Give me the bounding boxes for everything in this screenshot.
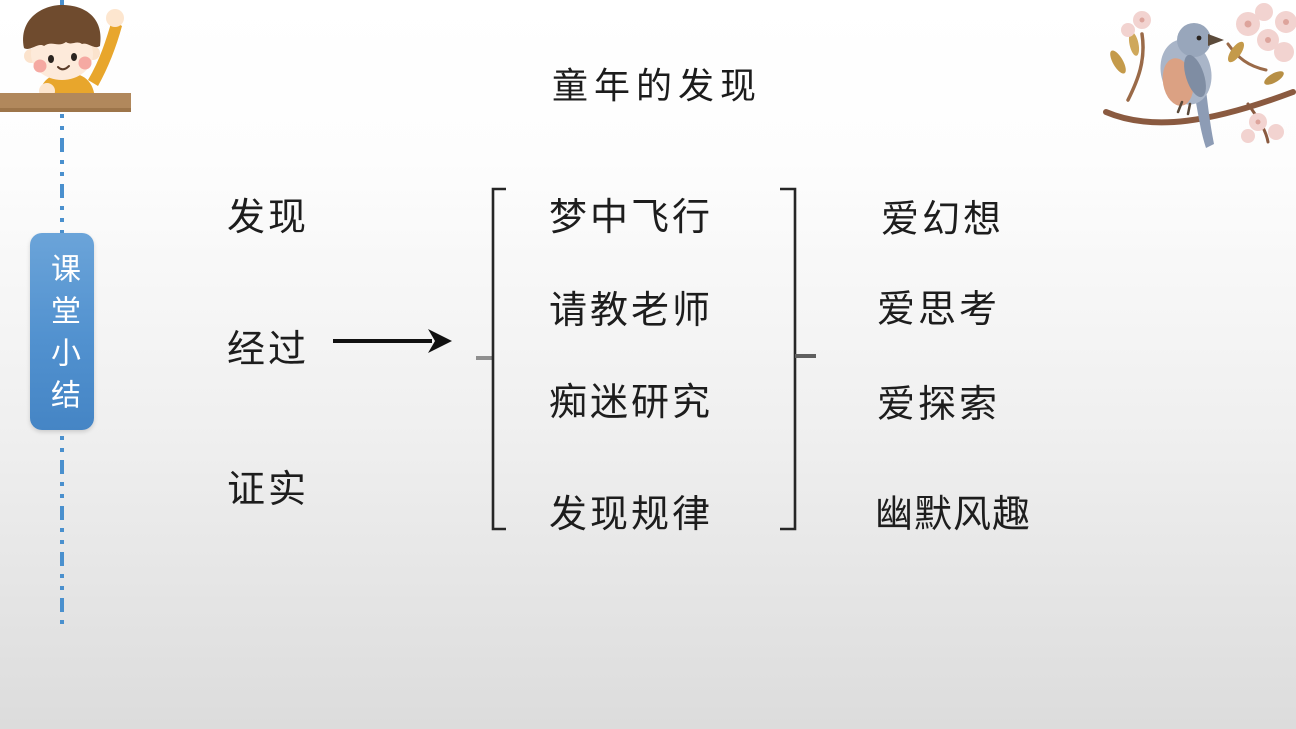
right-column-item-aitansuo: 爱探索 — [877, 384, 1001, 426]
middle-column-item-faxianguilv: 发现规律 — [549, 494, 714, 536]
lesson-summary-badge: 课堂小结 — [30, 233, 94, 430]
left-column-item-zhengshi: 证实 — [227, 469, 310, 511]
left-column-item-jingguo: 经过 — [227, 329, 310, 371]
left-bracket — [476, 187, 506, 531]
middle-column-item-mengzhongfeixing: 梦中飞行 — [549, 197, 714, 239]
boy-illustration — [0, 4, 131, 112]
right-column-item-aisikao: 爱思考 — [877, 289, 1001, 331]
right-arrow — [333, 329, 452, 353]
right-column-item-youmofengqu: 幽默风趣 — [875, 494, 1032, 536]
lesson-summary-label: 课堂小结 — [46, 252, 79, 421]
left-column-item-faxian: 发现 — [227, 197, 310, 239]
middle-column-item-qingjiaolaoshi: 请教老师 — [549, 290, 714, 332]
slide-title: 童年的发现 — [552, 65, 763, 106]
bird-illustration — [1103, 3, 1296, 148]
middle-column-item-chimiyanjiu: 痴迷研究 — [549, 382, 714, 424]
right-bracket — [780, 187, 816, 531]
right-column-item-aihuanxiang: 爱幻想 — [881, 199, 1005, 241]
